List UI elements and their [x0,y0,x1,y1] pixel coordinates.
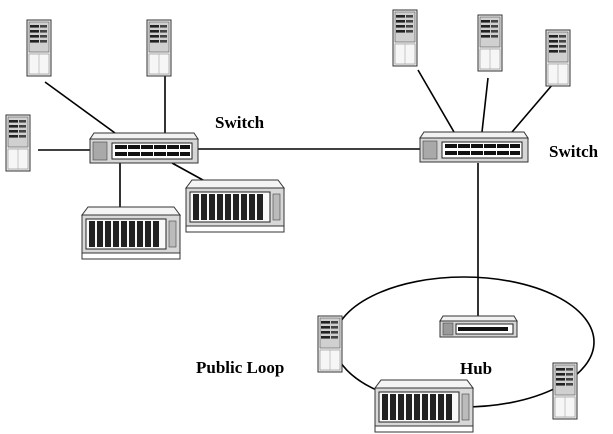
server-icon [552,362,578,420]
public-loop-label: Public Loop [196,358,284,377]
server-icon [26,19,52,77]
server-icon [477,14,503,72]
switch-left [89,132,199,164]
hub-label: Hub [460,359,492,378]
server-icon [392,9,418,67]
server-icon [146,19,172,77]
link-server-a-switch-left [44,81,116,134]
link-server-d-switch-right [417,69,455,133]
link-server-f-switch-right [511,83,554,133]
storage-rack-icon [81,206,181,260]
switch-left-label: Switch [215,113,265,132]
server-icon [5,114,31,172]
hub-device [439,315,518,338]
link-server-e-switch-right [481,77,489,133]
storage-rack-icon [374,379,474,433]
server-icon [317,315,343,373]
switch-right [419,131,529,163]
switch-right-label: Switch [549,142,599,161]
storage-rack-icon [185,179,285,233]
server-icon [545,29,571,87]
